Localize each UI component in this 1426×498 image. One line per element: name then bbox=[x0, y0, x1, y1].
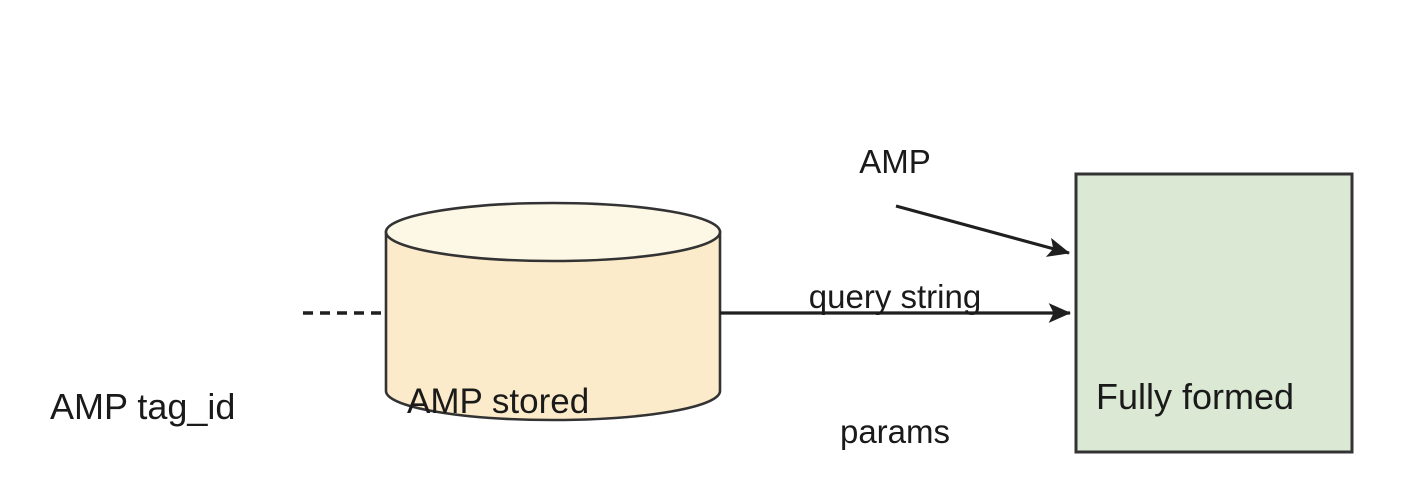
ortb-label: Fully formed ORTB bbox=[1096, 272, 1294, 498]
stored-request-line-1: AMP stored bbox=[407, 382, 590, 421]
ortb-box bbox=[1074, 172, 1354, 454]
stored-request-cylinder bbox=[384, 201, 722, 422]
amp-query-string-params-label: AMP query string params bbox=[775, 49, 1015, 498]
amp-query-string-params-line-2: query string bbox=[808, 278, 982, 315]
amp-query-string-params-line-3: params bbox=[839, 413, 951, 450]
stored-request-label: AMP stored request template bbox=[407, 279, 668, 498]
ortb-line-1: Fully formed bbox=[1096, 376, 1295, 417]
edge-params-to-ortb bbox=[895, 204, 1071, 257]
amp-tag-id-text: AMP tag_id bbox=[50, 386, 236, 427]
amp-tag-id-label: AMP tag_id bbox=[50, 292, 235, 498]
amp-query-string-params-line-1: AMP bbox=[859, 143, 931, 180]
